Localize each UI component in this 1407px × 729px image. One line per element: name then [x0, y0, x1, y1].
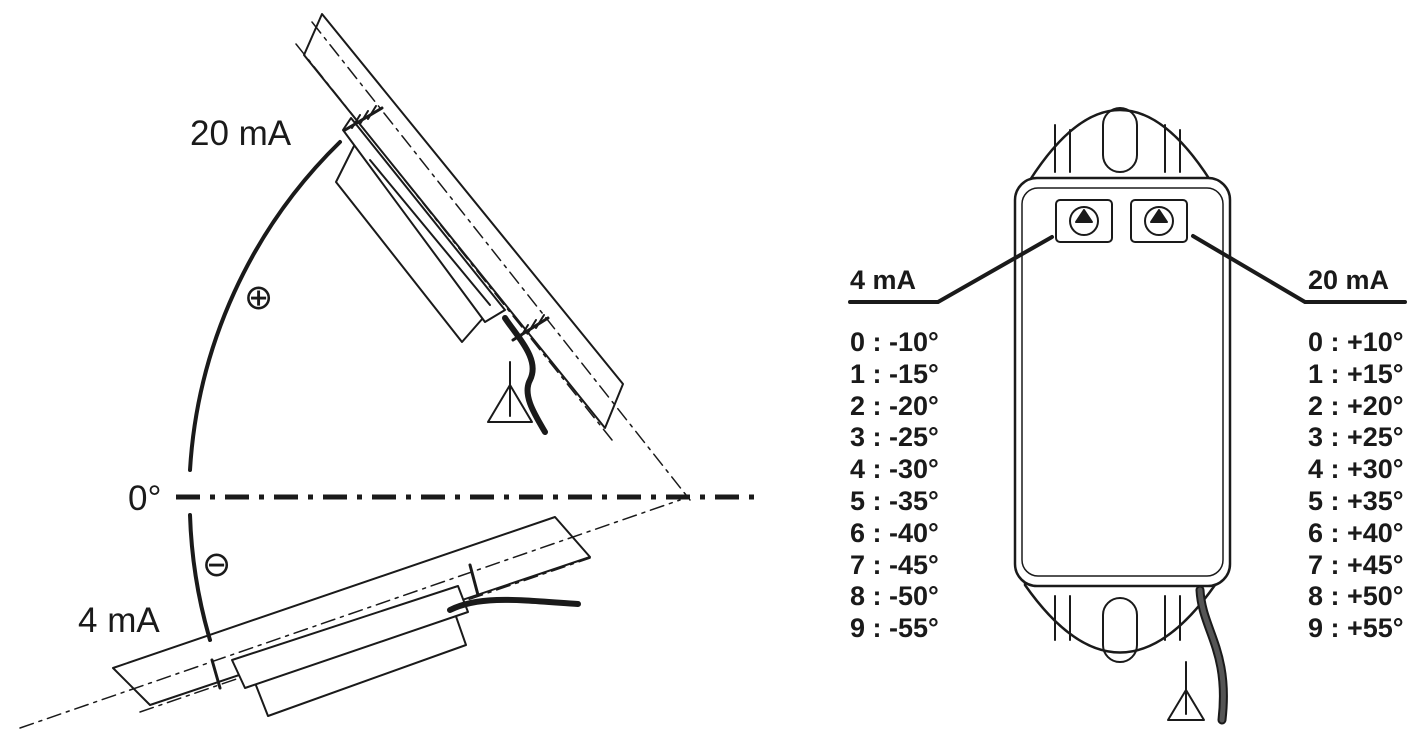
tilt-arc: [188, 140, 342, 472]
mapping-4ma-item: 0 : -10°: [850, 327, 939, 357]
mapping-4ma-item: 2 : -20°: [850, 390, 939, 421]
mapping-20ma-item: 6 : +40°: [1308, 517, 1404, 548]
upper-mount: [295, 13, 691, 501]
mapping-4ma-list: 0 : -10° 1 : -15° 2 : -20° 3 : -25° 4 : …: [850, 327, 939, 645]
mapping-4ma-item: 6 : -40°: [850, 517, 939, 548]
mapping-20ma-item: 7 : +45°: [1308, 549, 1404, 580]
mapping-4ma-item: 1 : -15°: [850, 358, 939, 389]
plus-icon: ⊕: [244, 278, 274, 317]
mapping-20ma-item: 0 : +10°: [1308, 327, 1404, 357]
mapping-4ma-item: 8 : -50°: [850, 581, 939, 612]
mapping-20ma-item: 9 : +55°: [1308, 613, 1404, 644]
label-4ma: 4 mA: [78, 601, 160, 640]
tilt-arc-lower: [188, 513, 212, 642]
mapping-20ma-list: 0 : +10° 1 : +15° 2 : +20° 3 : +25° 4 : …: [1308, 327, 1404, 645]
mapping-20ma-item: 2 : +20°: [1308, 390, 1404, 421]
label-20ma: 20 mA: [190, 114, 292, 153]
mapping-4ma-item: 3 : -25°: [850, 422, 939, 453]
mapping-20ma-item: 5 : +35°: [1308, 485, 1404, 516]
mapping-20ma-item: 8 : +50°: [1308, 581, 1404, 612]
header-4ma: 4 mA: [850, 265, 917, 295]
mapping-4ma-item: 9 : -55°: [850, 613, 939, 644]
mapping-4ma-item: 5 : -35°: [850, 485, 939, 516]
minus-icon: ⊖: [202, 545, 232, 584]
mapping-20ma-item: 1 : +15°: [1308, 358, 1404, 389]
mapping-20ma-item: 4 : +30°: [1308, 454, 1404, 485]
device-front: [848, 107, 1407, 725]
header-20ma: 20 mA: [1308, 265, 1390, 295]
mapping-4ma-item: 4 : -30°: [850, 454, 939, 485]
mapping-4ma-item: 7 : -45°: [850, 549, 939, 580]
label-zero-degrees: 0°: [128, 479, 162, 518]
lower-mount: [19, 499, 681, 729]
mapping-20ma-item: 3 : +25°: [1308, 422, 1404, 453]
